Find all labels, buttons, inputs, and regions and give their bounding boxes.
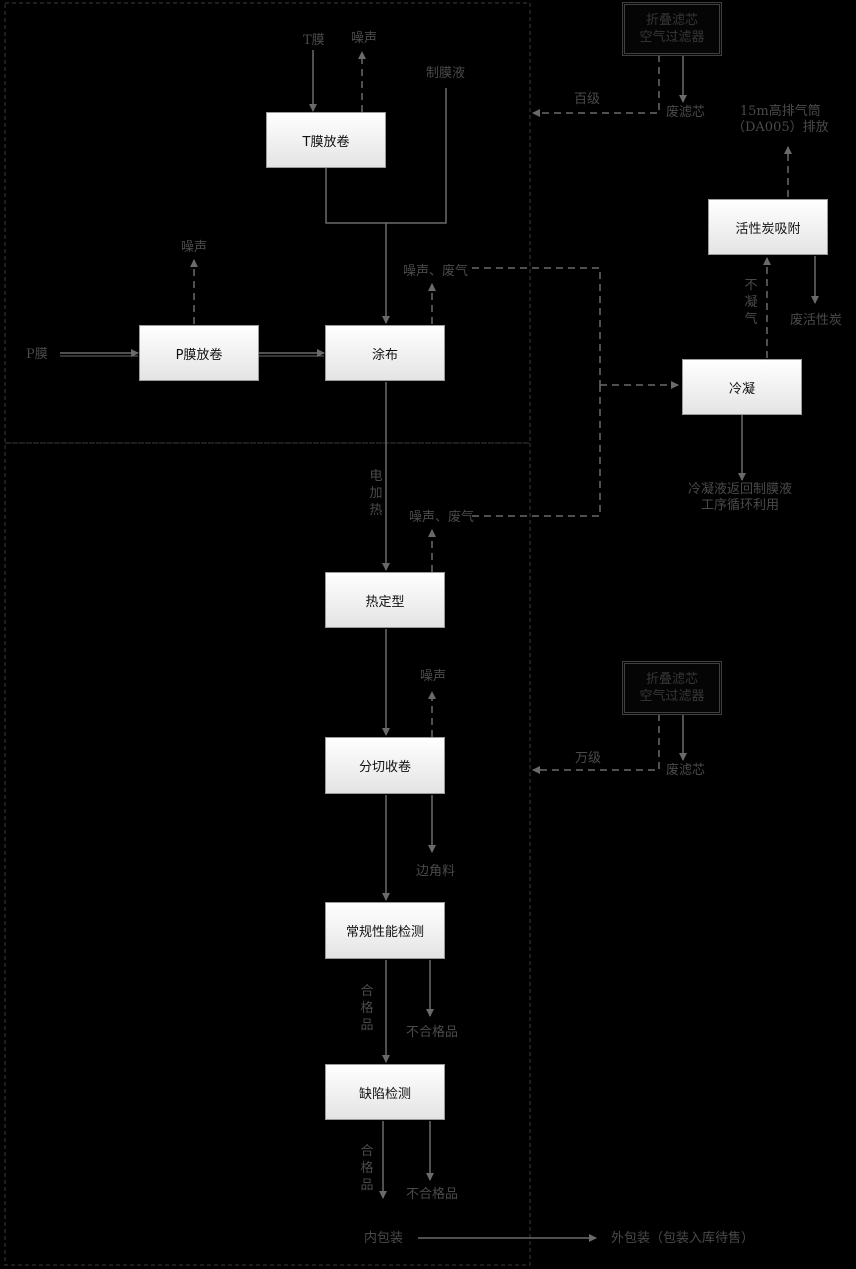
noise-slit-label: 噪声: [420, 669, 447, 684]
unqualified-2-label: 不合格品: [406, 1187, 459, 1202]
outer-pack-label: 外包装（包装入库待售）: [611, 1231, 755, 1246]
t-unwind-box: T膜放卷: [266, 112, 386, 168]
unqualified-1-label: 不合格品: [406, 1025, 459, 1040]
routine-test-box: 常规性能检测: [325, 902, 445, 959]
heat-set-label: 热定型: [365, 594, 405, 610]
defect-test-box: 缺陷检测: [325, 1064, 445, 1120]
hundred-grade-label: 百级: [574, 92, 601, 107]
inner-pack-label: 内包装: [364, 1231, 404, 1246]
filter-top-line2: 空气过滤器: [639, 30, 705, 45]
slitting-box: 分切收卷: [325, 737, 445, 794]
edge-scrap-label: 边角料: [416, 864, 456, 879]
non-condensable-label: 不凝气: [744, 278, 758, 327]
membrane-liquid-line: [386, 88, 447, 224]
noise-gas-1-label: 噪声、废气: [403, 264, 469, 279]
gas-route-upper: [472, 267, 601, 385]
defect-test-label: 缺陷检测: [358, 1086, 411, 1102]
condensate-line1: 冷凝液返回制膜液: [688, 482, 793, 497]
waste-filter-2-label: 废滤芯: [666, 763, 706, 778]
stack-line2: （DA005）排放: [732, 120, 829, 135]
filter-mid-line1: 折叠滤芯: [645, 672, 698, 687]
carbon-adsorb-label: 活性炭吸附: [735, 221, 801, 237]
waste-filter-1-label: 废滤芯: [666, 105, 706, 120]
p-unwind-box: P膜放卷: [139, 325, 259, 381]
air-filter-top: 折叠滤芯 空气过滤器: [622, 2, 722, 56]
stack-line1: 15m高排气筒: [739, 104, 821, 119]
ten-thousand-grade-line: [532, 714, 660, 774]
qualified-2-label: 合格品: [360, 1144, 374, 1193]
air-filter-mid: 折叠滤芯 空气过滤器: [622, 661, 722, 715]
coating-box: 涂布: [325, 325, 445, 381]
waste-carbon-label: 废活性炭: [790, 313, 843, 328]
p-film-label: P膜: [26, 347, 48, 362]
condensate-label: 冷凝液返回制膜液 工序循环利用: [688, 482, 792, 514]
membrane-liquid-label: 制膜液: [426, 66, 466, 81]
condensate-line2: 工序循环利用: [701, 498, 780, 513]
t-unwind-to-coating: [325, 168, 390, 324]
filter-top-line1: 折叠滤芯: [645, 13, 698, 28]
noise-top-label: 噪声: [351, 31, 378, 46]
qualified-1-label: 合格品: [360, 984, 374, 1033]
clean-area-ten-thousand-border: [4, 442, 531, 1266]
filter-mid-line2: 空气过滤器: [639, 689, 705, 704]
slitting-label: 分切收卷: [358, 760, 411, 775]
routine-test-label: 常规性能检测: [345, 925, 424, 940]
t-film-label: T膜: [303, 33, 325, 48]
heat-set-box: 热定型: [325, 572, 445, 628]
noise-p-label: 噪声: [181, 240, 208, 255]
ten-thousand-grade-label: 万级: [575, 751, 602, 766]
stack-label: 15m高排气筒 （DA005）排放: [732, 104, 829, 136]
carbon-adsorb-box: 活性炭吸附: [708, 199, 828, 255]
coating-label: 涂布: [371, 347, 398, 363]
gas-route-lower: [472, 385, 601, 517]
electric-heat-label: 电加热: [369, 469, 383, 518]
t-unwind-label: T膜放卷: [302, 134, 350, 150]
noise-gas-2-label: 噪声、废气: [409, 510, 475, 525]
condense-box: 冷凝: [682, 359, 802, 415]
p-unwind-label: P膜放卷: [175, 347, 223, 363]
condense-label: 冷凝: [728, 381, 755, 397]
